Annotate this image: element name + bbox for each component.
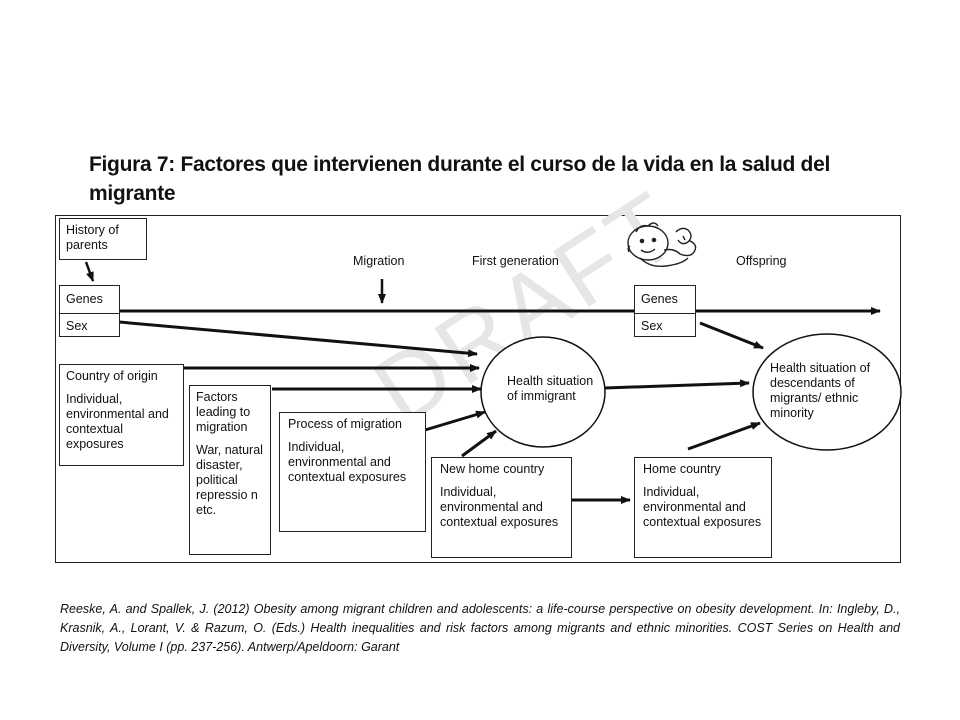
newhome-body: Individual, environmental and contextual… xyxy=(440,485,559,529)
history-label: History of parents xyxy=(66,223,119,252)
label-first-generation: First generation xyxy=(472,254,559,268)
factors-title: Factors leading to migration xyxy=(196,390,251,434)
genes-label: Genes xyxy=(66,292,103,306)
label-offspring: Offspring xyxy=(736,254,787,268)
box-genes-sex-left: Genes Sex xyxy=(59,285,120,337)
arrow-sex2-descendants xyxy=(699,321,764,350)
citation-text: Reeske, A. and Spallek, J. (2012) Obesit… xyxy=(60,602,900,654)
box-factors-leading: Factors leading to migration War, natura… xyxy=(189,385,271,555)
home-body: Individual, environmental and contextual… xyxy=(643,485,762,529)
arrow-newhome-immigrant xyxy=(461,429,497,458)
box-genes-sex-right: Genes Sex xyxy=(634,285,696,337)
country-title: Country of origin xyxy=(66,369,158,383)
newhome-title: New home country xyxy=(440,462,545,476)
genes2-label: Genes xyxy=(641,292,678,306)
process-body: Individual, environmental and contextual… xyxy=(288,440,407,484)
arrow-sex-immigrant xyxy=(118,320,478,358)
sex-label: Sex xyxy=(66,319,88,333)
ellipse-descendants xyxy=(752,333,902,451)
label-migration: Migration xyxy=(353,254,405,268)
arrow-home-descendants xyxy=(687,421,761,451)
box-new-home-country: New home country Individual, environment… xyxy=(431,457,572,558)
sex2-label: Sex xyxy=(641,319,663,333)
arrow-immigrant-descendants xyxy=(604,379,750,390)
factors-body: War, natural disaster, political repress… xyxy=(196,443,263,517)
immigrant-health-label: Health situation of immigrant xyxy=(507,374,594,403)
arrow-process-immigrant xyxy=(424,410,486,432)
descendants-health-label: Health situation of descendants of migra… xyxy=(770,361,871,420)
arrow-history-genes xyxy=(84,261,95,282)
page-title: Figura 7: Factores que intervienen duran… xyxy=(89,153,830,205)
country-body: Individual, environmental and contextual… xyxy=(66,392,169,451)
baby-icon xyxy=(627,222,697,268)
process-title: Process of migration xyxy=(288,417,402,431)
home-title: Home country xyxy=(643,462,721,476)
box-country-of-origin: Country of origin Individual, environmen… xyxy=(59,364,184,466)
box-history-of-parents: History of parents xyxy=(59,218,147,260)
box-process-of-migration: Process of migration Individual, environ… xyxy=(279,412,426,532)
box-home-country: Home country Individual, environmental a… xyxy=(634,457,772,558)
